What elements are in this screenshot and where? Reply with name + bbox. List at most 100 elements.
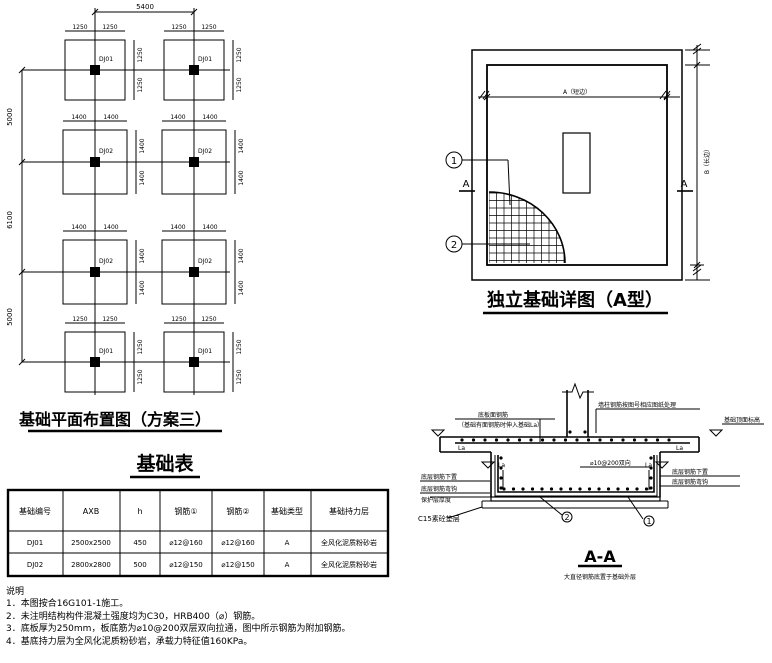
table-cell-r2-c6: A	[285, 561, 290, 569]
footing-label: DJ01	[99, 56, 113, 63]
table-cell-r1-c1: DJ01	[27, 539, 43, 547]
section-title: A-A	[584, 547, 616, 566]
note-item-1: 1．本图按合16G101-1施工。	[6, 599, 129, 610]
table-header-2: AXB	[83, 507, 99, 516]
footing-label: DJ01	[198, 56, 212, 63]
section-mark-left: A	[463, 179, 470, 190]
table-cell-r2-c2: 2800x2800	[71, 561, 111, 569]
footing-dim-w1: 1250	[72, 24, 87, 31]
footing-dim-h2: 1400	[238, 280, 245, 295]
footing-outline	[64, 331, 126, 393]
footing-dim-w1: 1250	[72, 316, 87, 323]
footing-outline	[64, 39, 126, 101]
footing-dim-h2: 1400	[139, 280, 146, 295]
footing-dim-w1: 1250	[171, 24, 186, 31]
footing-outline	[163, 39, 225, 101]
notes-heading: 说明	[6, 587, 25, 597]
table-cell-r2-c7: 全风化泥质粉砂岩	[321, 560, 377, 569]
table-header-6: 基础类型	[271, 506, 303, 516]
footing-dim-h1: 1250	[137, 47, 144, 62]
footing-dim-h1: 1250	[137, 339, 144, 354]
table-cell-r1-c6: A	[285, 539, 290, 547]
table-cell-r2-c5: ⌀12@150	[221, 561, 254, 569]
footing-dim-w2: 1400	[103, 114, 118, 121]
label-col-rebar: 墙柱钢筋按图号相应图纸处理	[598, 401, 676, 409]
footing-dim-w1: 1400	[170, 114, 185, 121]
footing-label: DJ02	[198, 258, 212, 265]
footing-dim-w2: 1250	[201, 24, 216, 31]
footing-1: DJ01 1250 1250 1250 1250	[64, 24, 144, 101]
label-top-rebar: 底板面钢筋	[478, 411, 508, 419]
section-callout-2-circle	[561, 511, 573, 523]
column-mark	[90, 357, 100, 367]
callout-2-label: 2	[451, 240, 457, 251]
callout-1-label: 1	[451, 156, 457, 167]
footing-dim-w1: 1400	[71, 224, 86, 231]
footing-dim-h1: 1400	[139, 138, 146, 153]
table-header-7: 基础持力层	[329, 506, 369, 516]
section-callout-1-circle	[643, 515, 655, 527]
footing-dim-h1: 1400	[238, 138, 245, 153]
table-cell-r2-c4: ⌀12@150	[169, 561, 202, 569]
table-cell-r1-c5: ⌀12@160	[221, 539, 254, 547]
table-cell-r1-c2: 2500x2500	[71, 539, 111, 547]
column-mark	[189, 267, 199, 277]
label-anchor-right: 底层钢筋下置	[672, 468, 708, 476]
column-mark	[90, 267, 100, 277]
footing-dim-w2: 1250	[102, 316, 117, 323]
footing-dim-w2: 1400	[103, 224, 118, 231]
table-cell-r1-c3: 450	[133, 539, 146, 547]
plan-title: 基础平面布置图（方案三）	[18, 410, 211, 429]
label-top-rebar-note: （基础有面钢筋时伸入基础La）	[458, 421, 543, 429]
label-elevation: 基础顶面标高	[724, 416, 760, 424]
footing-dim-h2: 1250	[236, 77, 243, 92]
column-mark	[90, 157, 100, 167]
detail-dim-b: B（长边）	[703, 146, 711, 174]
footing-dim-h2: 1250	[137, 77, 144, 92]
column-mark	[90, 65, 100, 75]
table-cell-r2-c1: DJ02	[27, 561, 43, 569]
table-cell-r1-c4: ⌀12@160	[169, 539, 202, 547]
footing-dim-w2: 1250	[102, 24, 117, 31]
label-la-2: La	[676, 445, 683, 452]
section-callout-2-label: 2	[564, 513, 569, 522]
footing-outline	[163, 331, 225, 393]
footing-outline	[62, 239, 128, 305]
column-mark	[189, 157, 199, 167]
label-hook-left: 底层钢筋弯钩	[421, 485, 457, 493]
plan-dim-span-2: 6100	[6, 211, 14, 229]
rebar-dots	[460, 430, 671, 491]
footing-outline	[161, 239, 227, 305]
footing-label: DJ01	[198, 348, 212, 355]
column-mark	[189, 357, 199, 367]
footing-dim-h1: 1400	[238, 248, 245, 263]
column-mark	[189, 65, 199, 75]
table-header-1: 基础编号	[19, 506, 51, 516]
label-la-3: La	[498, 462, 505, 469]
section-subtitle: 大直径钢筋底置于基础外层	[564, 573, 636, 581]
label-cover: 保护层厚度	[421, 496, 451, 504]
label-hook-right: 底层钢筋弯钩	[672, 478, 708, 486]
table-header-5: 钢筋②	[226, 506, 249, 516]
note-item-2: 2．未注明结构构件混凝土强度均为C30，HRB400（⌀）钢筋。	[6, 611, 261, 622]
detail-title: 独立基础详图（A型）	[487, 289, 663, 311]
footing-dim-w2: 1400	[202, 114, 217, 121]
footing-dim-w2: 1250	[201, 316, 216, 323]
footing-dim-h2: 1250	[236, 369, 243, 384]
detail-dim-a: A（短边）	[563, 88, 591, 96]
footing-dim-h1: 1400	[139, 248, 146, 263]
notes-block: 说明 1．本图按合16G101-1施工。 2．未注明结构构件混凝土强度均为C30…	[6, 586, 406, 648]
footing-detail: A（短边） B（长边） A A 1 2 独立基础详图（A型）	[445, 45, 711, 315]
label-la-1: La	[458, 445, 465, 452]
section-mark-right: A	[681, 179, 688, 190]
table-cell-r2-c3: 500	[133, 561, 146, 569]
section-aa: 底板面钢筋 （基础有面钢筋时伸入基础La） 墙柱钢筋按图号相应图纸处理 基础顶面…	[418, 382, 764, 581]
table-header-4: 钢筋①	[174, 506, 197, 516]
